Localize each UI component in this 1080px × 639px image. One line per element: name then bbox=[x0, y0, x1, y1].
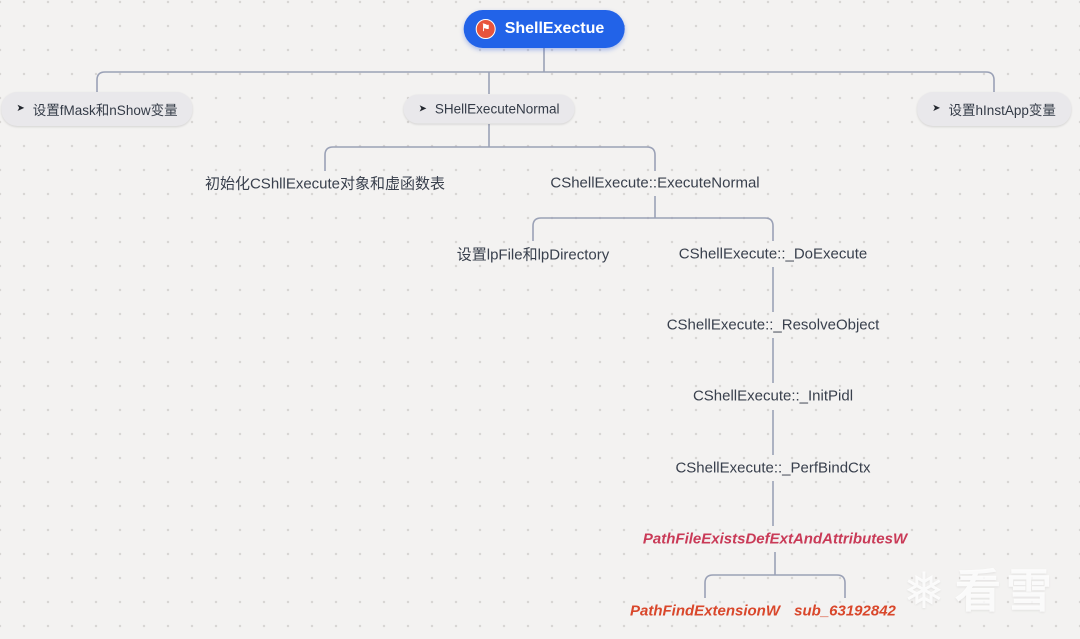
node-shellexecute-root[interactable]: ⚑ ShellExectue bbox=[463, 10, 625, 48]
branch-node-label: SHellExecuteNormal bbox=[434, 101, 560, 117]
node-sub-63192842[interactable]: sub_63192842 bbox=[794, 602, 896, 620]
node-shellexecutenormal[interactable]: ➤ SHellExecuteNormal bbox=[403, 94, 575, 124]
node-doexecute[interactable]: CShellExecute::_DoExecute bbox=[678, 245, 868, 263]
node-pathfindextensionw[interactable]: PathFindExtensionW bbox=[630, 602, 780, 620]
node-initpidl[interactable]: CShellExecute::_InitPidl bbox=[692, 387, 854, 405]
kanxue-watermark: ❅ 看雪 bbox=[903, 566, 1057, 616]
node-pathfileexistsdefextandattributesw[interactable]: PathFileExistsDefExtAndAttributesW bbox=[642, 530, 908, 548]
node-set-fmask-nshow[interactable]: ➤ 设置fMask和nShow变量 bbox=[1, 92, 193, 126]
flag-icon: ⚑ bbox=[475, 19, 496, 39]
branch-node-label: 设置fMask和nShow变量 bbox=[32, 103, 178, 118]
node-executenormal[interactable]: CShellExecute::ExecuteNormal bbox=[550, 174, 760, 192]
root-node-label: ShellExectue bbox=[504, 20, 605, 37]
node-init-cshllexecute-object[interactable]: 初始化CShllExecute对象和虚函数表 bbox=[204, 175, 446, 193]
node-set-hinstapp[interactable]: ➤ 设置hInstApp变量 bbox=[917, 92, 1071, 126]
watermark-text: 看雪 bbox=[954, 565, 1057, 617]
flag-glyph: ⚑ bbox=[481, 23, 491, 34]
branch-node-label: 设置hInstApp变量 bbox=[948, 103, 1056, 118]
snowflake-icon: ❅ bbox=[903, 563, 945, 619]
collapse-arrow-icon[interactable]: ➤ bbox=[16, 103, 25, 114]
collapse-arrow-icon[interactable]: ➤ bbox=[932, 103, 941, 114]
collapse-arrow-icon[interactable]: ➤ bbox=[418, 103, 427, 114]
node-set-lpfile-lpdirectory[interactable]: 设置lpFile和lpDirectory bbox=[456, 246, 610, 264]
node-perfbindctx[interactable]: CShellExecute::_PerfBindCtx bbox=[675, 459, 871, 477]
node-resolveobject[interactable]: CShellExecute::_ResolveObject bbox=[666, 316, 880, 334]
